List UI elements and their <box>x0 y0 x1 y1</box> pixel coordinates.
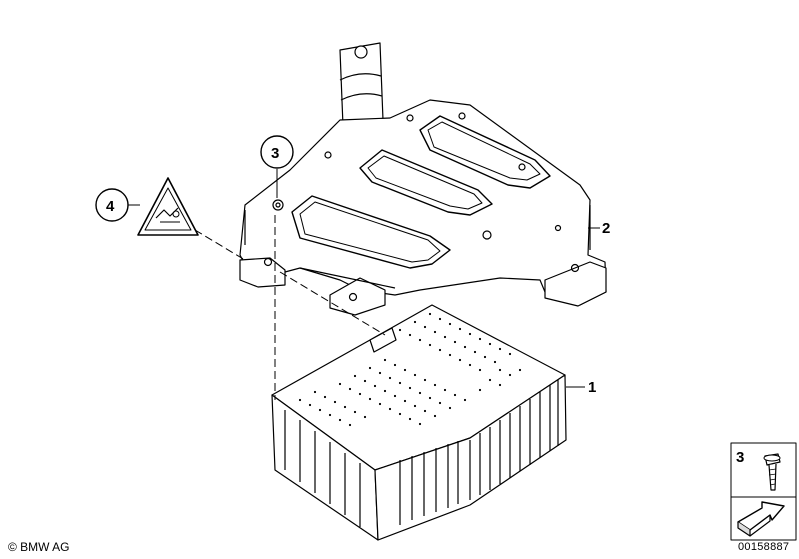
vent-pattern <box>298 312 522 427</box>
pad-middle <box>359 149 493 216</box>
mounting-bracket <box>239 42 607 316</box>
leader-lines <box>128 169 600 388</box>
front-pins <box>284 410 361 527</box>
arrow-icon <box>737 501 785 537</box>
callout-1: 1 <box>588 379 596 396</box>
callout-labels: 3 4 2 1 3 <box>106 145 744 466</box>
connector-ribs <box>399 380 559 525</box>
screw-icon <box>763 453 781 491</box>
control-unit <box>271 304 567 541</box>
pad-right <box>419 115 551 189</box>
pad-left <box>291 195 451 269</box>
copyright-label: © BMW AG <box>8 540 70 554</box>
assembly-lines <box>194 215 386 400</box>
document-id: 00158887 <box>738 541 790 553</box>
callout-4: 4 <box>106 198 115 215</box>
callout-2: 2 <box>602 220 610 237</box>
legend-item-number: 3 <box>736 449 744 466</box>
warning-triangle-icon <box>137 177 199 236</box>
callout-3: 3 <box>271 145 279 162</box>
callout-circles <box>95 135 294 222</box>
legend-box <box>730 442 797 541</box>
